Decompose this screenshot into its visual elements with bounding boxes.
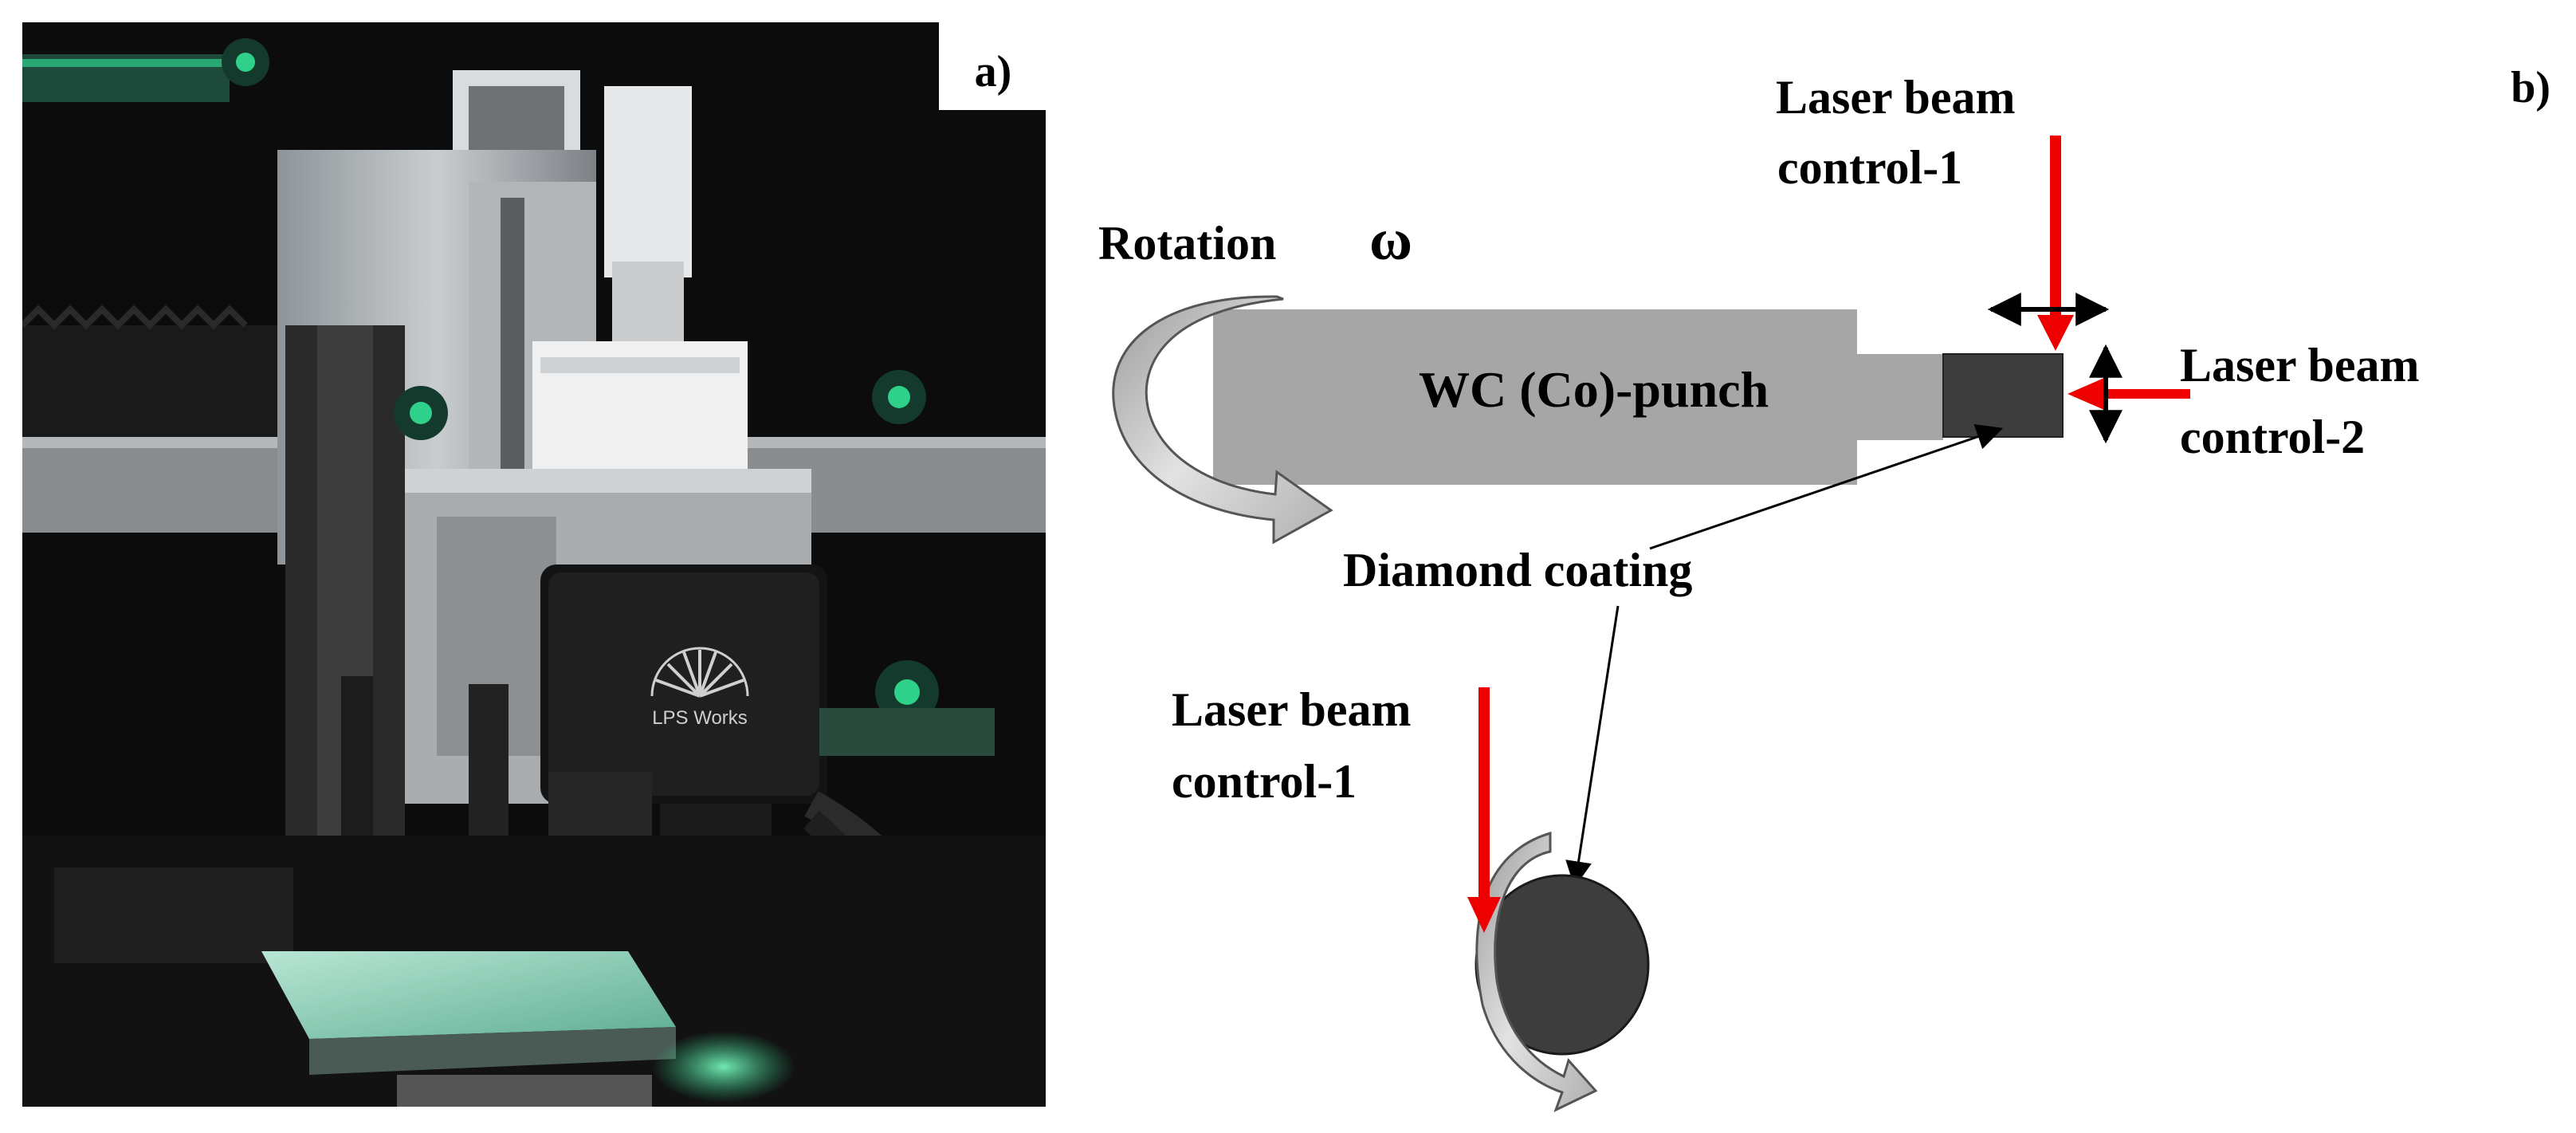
schematic-diagram-panel: b) Rotation ω WC (Co)-punch Laser beam c… bbox=[1068, 0, 2576, 1129]
coating-leader-bottom bbox=[1565, 605, 1620, 888]
punch-body bbox=[1213, 309, 1857, 485]
diamond-coating-tip bbox=[1942, 353, 2064, 438]
coating-leader-top bbox=[1649, 423, 2004, 550]
cross-section-rotation-arrow bbox=[1475, 831, 1598, 1112]
photo-panel: LPS Works a) bbox=[20, 22, 1046, 1107]
laser-beam-1-bottom bbox=[1478, 687, 1490, 899]
laser-beam-1-top-head bbox=[2037, 315, 2074, 351]
panel-b-label: b) bbox=[2511, 63, 2550, 112]
rotation-label: Rotation bbox=[1098, 217, 1276, 269]
beam1-top-line2: control-1 bbox=[1777, 141, 1962, 194]
beam2-line1: Laser beam bbox=[2180, 339, 2420, 391]
punch-coating-schematic: b) Rotation ω WC (Co)-punch Laser beam c… bbox=[1098, 63, 2550, 1112]
beam1-bottom-line1: Laser beam bbox=[1172, 683, 1412, 736]
laser-beam-2-head bbox=[2067, 378, 2104, 410]
beam2-line2: control-2 bbox=[2180, 411, 2365, 463]
punch-neck bbox=[1857, 354, 1943, 440]
punch-label: WC (Co)-punch bbox=[1419, 361, 1769, 418]
laser-setup-photo: LPS Works a) bbox=[20, 22, 1046, 1107]
laser-beam-2 bbox=[2104, 389, 2190, 399]
coating-label: Diamond coating bbox=[1343, 544, 1692, 596]
beam1-bottom-line2: control-1 bbox=[1172, 755, 1357, 808]
panel-a-label: a) bbox=[975, 47, 1012, 96]
laser-beam-1-top bbox=[2050, 136, 2061, 315]
beam1-top-line1: Laser beam bbox=[1776, 71, 2016, 124]
laser-beam-1-bottom-head bbox=[1467, 897, 1501, 933]
scanner-logo-text: LPS Works bbox=[652, 707, 748, 729]
rotation-arrow bbox=[1112, 295, 1333, 545]
omega-symbol: ω bbox=[1369, 207, 1412, 273]
